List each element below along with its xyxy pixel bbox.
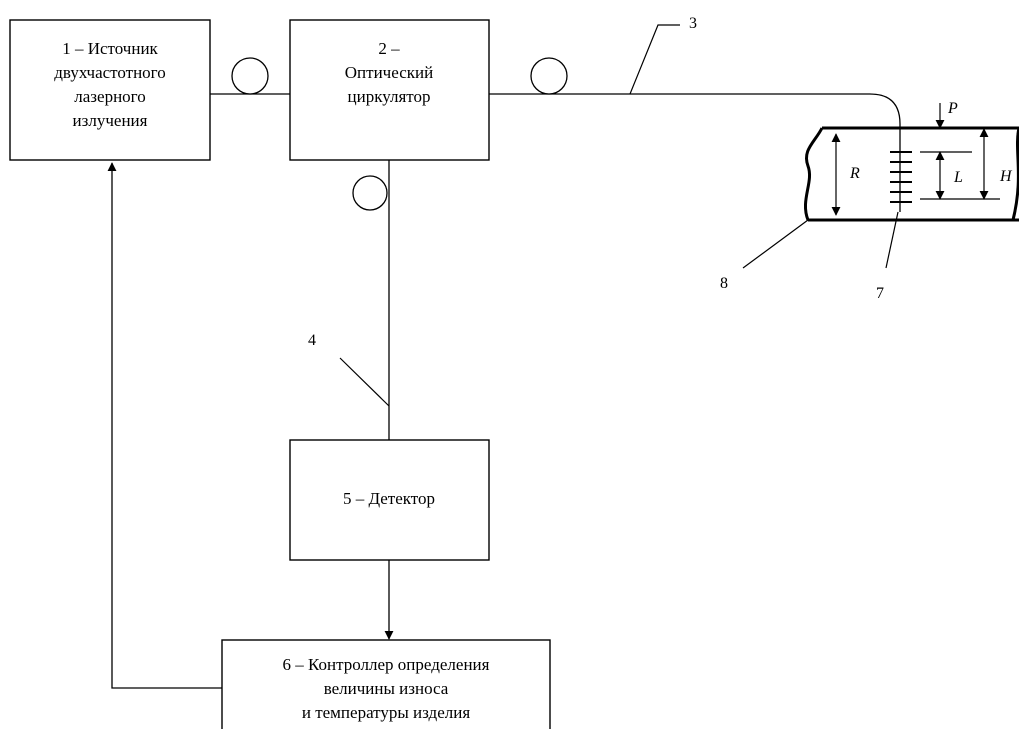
- label-H: H: [999, 168, 1013, 185]
- controller-label-line-3: и температуры изделия: [302, 703, 470, 722]
- controller-label-line-2: величины износа: [324, 679, 449, 698]
- leader-7: [885, 211, 899, 269]
- leader-4: [339, 357, 390, 407]
- part-right-edge: [1011, 127, 1019, 221]
- source-label-line-3: лазерного: [74, 87, 145, 106]
- fiber-coil-2: [530, 57, 568, 95]
- label-3: 3: [689, 15, 697, 32]
- source-block: [9, 19, 211, 161]
- label-8: 8: [720, 275, 728, 292]
- circulator-block: [289, 19, 490, 161]
- leader-8: [742, 219, 809, 269]
- circulator-label-line-2: Оптический: [345, 63, 433, 82]
- label-4: 4: [308, 332, 316, 349]
- source-label-line-1: 1 – Источник: [62, 39, 158, 58]
- source-label-line-4: излучения: [73, 111, 148, 130]
- fiber-coil-3: [352, 175, 388, 211]
- part-break-line: [803, 127, 824, 221]
- label-R: R: [849, 165, 860, 182]
- source-label-line-2: двухчастотного: [54, 63, 165, 82]
- controller-block: [221, 639, 551, 729]
- circulator-label-line-3: циркулятор: [348, 87, 431, 106]
- controller-label-line-1: 6 – Контроллер определения: [283, 655, 490, 674]
- fiber-coil-1: [231, 57, 269, 95]
- label-L: L: [953, 169, 963, 186]
- detector-block: [289, 439, 490, 561]
- bragg-grating: [890, 151, 912, 203]
- detector-label: 5 – Детектор: [343, 489, 435, 508]
- leader-3: [629, 24, 680, 95]
- arrow-controller-to-source: [107, 162, 222, 689]
- circulator-label-line-1: 2 –: [378, 39, 400, 58]
- fiber-3: [489, 93, 901, 212]
- label-7: 7: [876, 285, 884, 302]
- label-P: P: [947, 100, 958, 117]
